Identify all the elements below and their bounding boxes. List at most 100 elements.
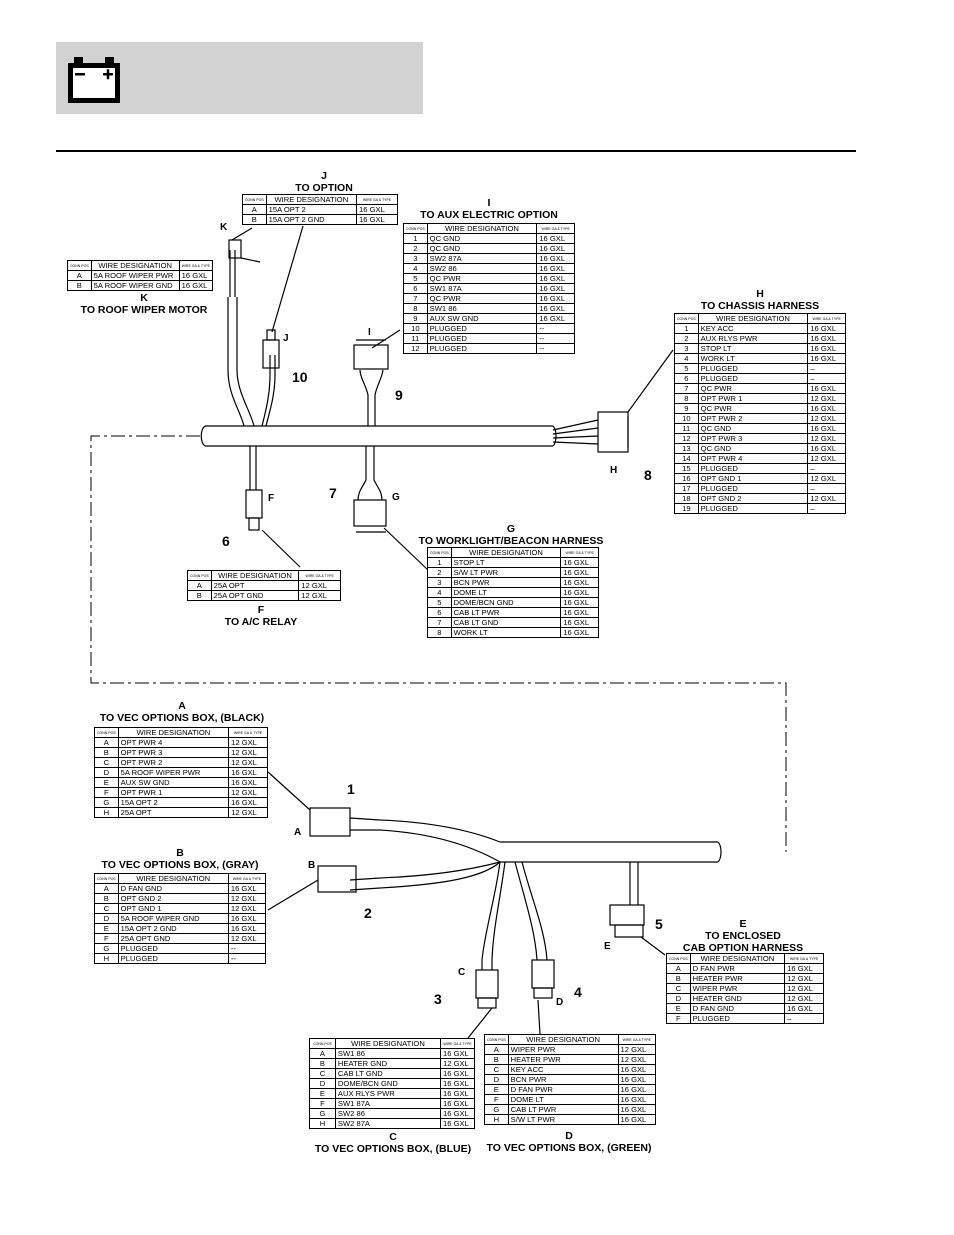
cell-pos: G — [309, 1108, 336, 1119]
col-header-designation: WIRE DESIGNATION — [265, 194, 358, 205]
cell-wire: HEATER PWR — [507, 1054, 619, 1065]
cell-wire: BCN PWR — [507, 1074, 619, 1085]
cell-ga: – — [807, 363, 846, 374]
cell-wire: OPT PWR 3 — [117, 747, 230, 758]
caption-text: TO AUX ELECTRIC OPTION — [420, 209, 558, 221]
cell-wire: QC PWR — [697, 383, 809, 394]
col-header-designation: WIRE DESIGNATION — [117, 727, 230, 738]
cell-pos: F — [94, 933, 119, 944]
cell-ga: 16 GXL — [617, 1094, 657, 1105]
col-header-gauge: WIRE GA & TYPE — [784, 953, 824, 964]
cell-pos: 3 — [427, 577, 452, 588]
cell-ga: 12 GXL — [228, 787, 268, 798]
cell-pos: H — [94, 953, 119, 964]
cell-ga: 12 GXL — [807, 413, 846, 424]
cell-pos: A — [94, 737, 119, 748]
cell-pos: 4 — [427, 587, 452, 598]
cell-pos: E — [94, 923, 119, 934]
cell-pos: G — [484, 1104, 509, 1115]
cell-ga: – — [807, 463, 846, 474]
col-header-pos: CONN POS — [403, 223, 428, 234]
cell-pos: A — [666, 963, 691, 974]
cell-pos: A — [67, 270, 92, 281]
cell-wire: 5A ROOF WIPER PWR — [90, 270, 180, 281]
cell-wire: S/W LT PWR — [507, 1114, 619, 1125]
col-header-pos: CONN POS — [242, 194, 267, 205]
col-header-gauge: WIRE GA & TYPE — [617, 1034, 657, 1045]
cell-ga: 16 GXL — [560, 567, 599, 578]
cell-pos: 9 — [674, 403, 699, 414]
cell-wire: SW1 87A — [334, 1098, 442, 1109]
cell-ga: 16 GXL — [560, 617, 599, 628]
cell-wire: STOP LT — [697, 343, 809, 354]
col-header-pos: CONN POS — [94, 873, 119, 884]
cell-pos: G — [94, 797, 119, 808]
caption-text: TO A/C RELAY — [224, 616, 298, 628]
connector-letter-d: D — [556, 997, 564, 1008]
cell-pos: 1 — [674, 323, 699, 334]
callout-number-j: 10 — [292, 369, 308, 385]
caption-text: TO CHASSIS HARNESS — [700, 300, 820, 312]
cell-pos: 11 — [674, 423, 699, 434]
cell-wire: 5A ROOF WIPER GND — [117, 913, 229, 924]
cell-wire: OPT PWR 1 — [697, 393, 809, 404]
cell-pos: D — [484, 1074, 509, 1085]
cell-pos: 9 — [403, 313, 428, 324]
cell-ga: 12 GXL — [784, 993, 824, 1004]
cell-wire: QC GND — [426, 243, 538, 254]
cell-pos: H — [309, 1118, 336, 1129]
cell-wire: SW1 86 — [426, 303, 538, 314]
cell-wire: CAB LT PWR — [450, 607, 562, 618]
cell-ga: – — [807, 503, 846, 514]
cell-ga: 16 GXL — [617, 1114, 657, 1125]
connector-letter-j: J — [283, 333, 289, 344]
cell-pos: B — [94, 747, 119, 758]
caption-text: TO VEC OPTIONS BOX, (GREEN) — [486, 1142, 652, 1154]
cell-pos: B — [484, 1054, 509, 1065]
cell-ga: 16 GXL — [560, 557, 599, 568]
connector-letter-h: H — [610, 465, 618, 476]
cell-ga: 16 GXL — [356, 204, 398, 215]
cell-pos: 10 — [403, 323, 428, 334]
cell-ga: 16 GXL — [536, 303, 575, 314]
connector-letter-f: F — [268, 493, 275, 504]
cell-wire: D FAN PWR — [689, 963, 786, 974]
cell-wire: QC PWR — [697, 403, 809, 414]
cell-ga: 16 GXL — [784, 1003, 824, 1014]
callout-number-c: 3 — [434, 991, 442, 1007]
cell-ga: 16 GXL — [784, 963, 824, 974]
col-header-designation: WIRE DESIGNATION — [426, 223, 538, 234]
cell-wire: PLUGGED — [117, 943, 229, 954]
cell-pos: 6 — [427, 607, 452, 618]
cell-pos: 5 — [427, 597, 452, 608]
cell-pos: 6 — [403, 283, 428, 294]
caption-text: TO VEC OPTIONS BOX, (BLUE) — [314, 1143, 472, 1155]
cell-wire: KEY ACC — [697, 323, 809, 334]
connector-letter-b: B — [308, 860, 316, 871]
caption-letter: H — [756, 288, 764, 300]
caption-letter: A — [178, 700, 186, 712]
cell-pos: 7 — [403, 293, 428, 304]
cell-wire: SW2 86 — [334, 1108, 442, 1119]
cell-ga: 16 GXL — [807, 353, 846, 364]
